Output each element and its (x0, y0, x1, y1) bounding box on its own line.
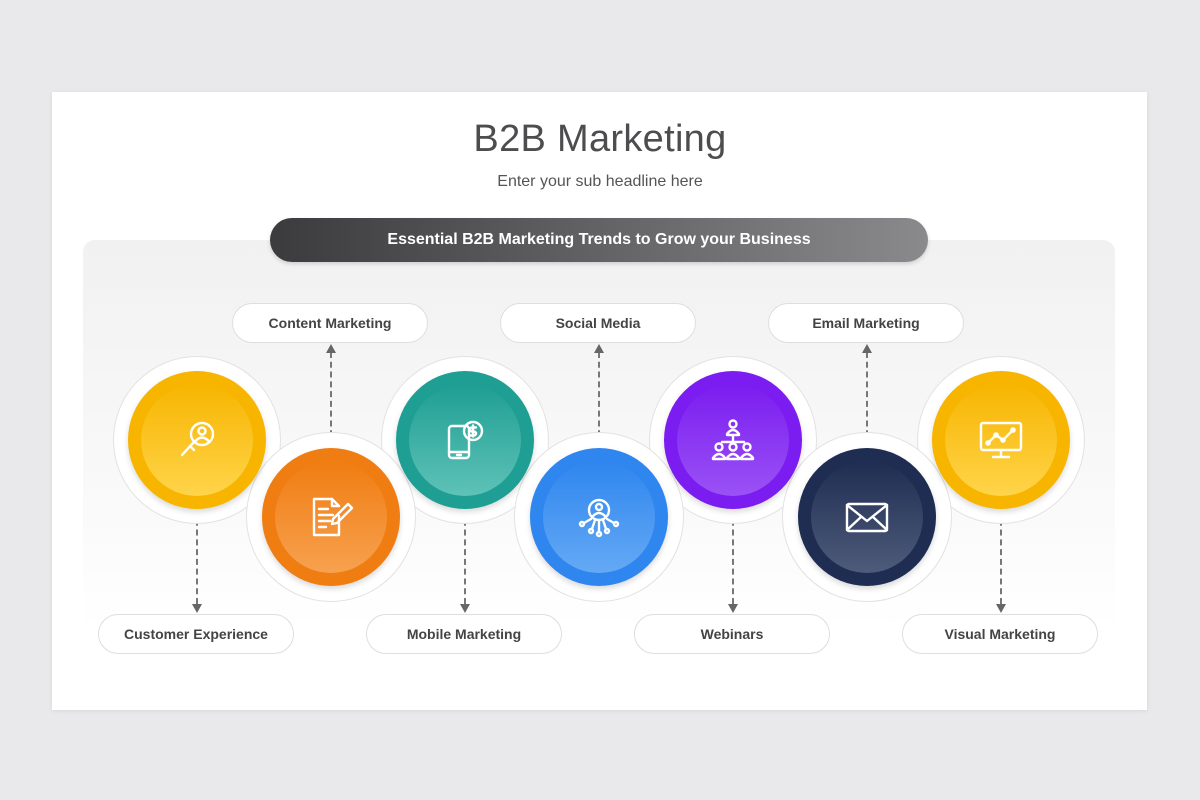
arrow-up-icon (594, 344, 604, 353)
arrow-up-icon (326, 344, 336, 353)
connector-line (866, 352, 868, 446)
node-visual-marketing (932, 371, 1070, 509)
node-customer-experience (128, 371, 266, 509)
label-social-media: Social Media (500, 303, 696, 343)
node-social-media (530, 448, 668, 586)
connector-line (1000, 510, 1002, 604)
node-email-marketing (798, 448, 936, 586)
label-visual-marketing: Visual Marketing (902, 614, 1098, 654)
arrow-down-icon (460, 604, 470, 613)
slide-title: B2B Marketing (473, 118, 727, 160)
user-network-icon (578, 498, 620, 538)
trend-banner: Essential B2B Marketing Trends to Grow y… (270, 218, 928, 262)
label-email-marketing: Email Marketing (768, 303, 964, 343)
slide-subtitle: Enter your sub headline here (497, 173, 703, 190)
label-customer-experience: Customer Experience (98, 614, 294, 654)
org-chart-icon (711, 419, 755, 461)
label-content-marketing: Content Marketing (232, 303, 428, 343)
arrow-up-icon (862, 344, 872, 353)
connector-line (330, 352, 332, 446)
node-webinars (664, 371, 802, 509)
node-content-marketing (262, 448, 400, 586)
monitor-chart-icon (979, 421, 1023, 459)
label-mobile-marketing: Mobile Marketing (366, 614, 562, 654)
node-mobile-marketing (396, 371, 534, 509)
phone-dollar-icon (447, 420, 484, 460)
connector-line (732, 510, 734, 604)
magnifier-user-icon (180, 421, 215, 457)
label-webinars: Webinars (634, 614, 830, 654)
connector-line (464, 510, 466, 604)
arrow-down-icon (728, 604, 738, 613)
connector-line (598, 352, 600, 446)
arrow-down-icon (192, 604, 202, 613)
document-pen-icon (312, 497, 354, 537)
connector-line (196, 510, 198, 604)
arrow-down-icon (996, 604, 1006, 613)
envelope-icon (845, 502, 889, 533)
